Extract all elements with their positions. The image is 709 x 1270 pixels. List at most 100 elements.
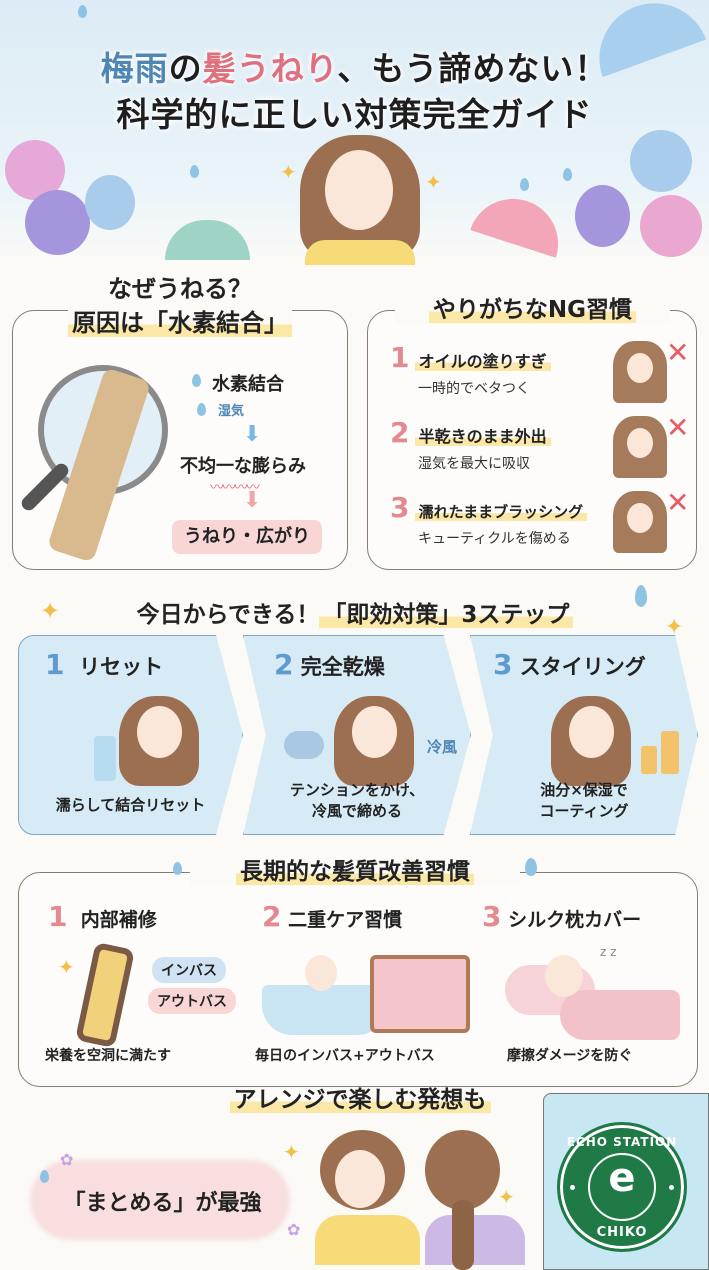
step-card-3: 3 スタイリング 油分×保湿でコーティング — [470, 635, 698, 835]
logo-dot — [570, 1185, 575, 1190]
umbrella-illustration — [470, 187, 570, 258]
raindrop-icon — [40, 1170, 49, 1183]
ng-description: 一時的でベタつく — [418, 381, 530, 397]
long-term-item-3-title: 3 シルク枕カバー — [482, 900, 641, 933]
girl-face — [352, 706, 397, 758]
step-title: 2 完全乾燥 — [274, 648, 385, 681]
long-term-heading: 長期的な髪質改善習慣 — [190, 852, 520, 886]
cool-air-label: 冷風 — [427, 738, 458, 756]
step-title: 3 スタイリング — [493, 648, 646, 681]
logo-bottom-text: CHIKO — [596, 1225, 648, 1240]
ng-item-3: 3 濡れたままブラッシング キューティクルを傷める — [390, 491, 630, 548]
raindrop-icon — [173, 862, 182, 875]
item-number: 1 — [48, 900, 68, 933]
bathtub-illustration — [262, 985, 387, 1035]
step-description: 油分×保湿でコーティング — [471, 780, 697, 822]
girl-face — [569, 706, 614, 758]
bathing-girl-face — [305, 955, 337, 991]
raindrop-icon — [190, 165, 199, 178]
long-term-heading-text: 長期的な髪質改善習慣 — [236, 859, 474, 885]
item-label: 内部補修 — [80, 909, 157, 931]
sparkle-icon: ✦ — [283, 1140, 300, 1164]
sparkle-icon: ✦ — [665, 615, 684, 640]
arrange-callout: 「まとめる」が最強 — [63, 1191, 262, 1216]
hydrangea-illustration — [630, 130, 692, 192]
shirt — [305, 240, 415, 265]
hero-banner: ✦ ✦ 梅雨の髪うねり、もう諦めない！ 科学的に正しい対策完全ガイド — [0, 0, 709, 265]
step-desc-line1: 油分×保湿で — [540, 781, 628, 799]
sparkle-icon: ✦ — [58, 955, 75, 979]
sparkle-icon: ✦ — [498, 1185, 515, 1209]
flower-icon: ✿ — [287, 1220, 301, 1239]
raindrop-icon — [197, 403, 206, 416]
quick-steps-title: 今日からできる！「即効対策」3ステップ — [70, 595, 640, 629]
item-label: シルク枕カバー — [508, 909, 642, 931]
umbrella-illustration — [165, 220, 250, 260]
item-number: 2 — [262, 900, 282, 933]
echo-station-logo: ECHO STATION e CHIKO — [557, 1122, 687, 1252]
logo-top-text: ECHO STATION — [566, 1135, 678, 1149]
step-number: 3 — [493, 648, 513, 681]
item-label: 二重ケア習慣 — [288, 909, 403, 931]
title-rest: 、もう諦めない！ — [337, 49, 609, 88]
shirt — [425, 1215, 525, 1265]
sparkle-icon: ✦ — [40, 597, 61, 625]
step-card-1: 1 リセット 濡らして結合リセット — [18, 635, 243, 835]
arrange-heading-text: アレンジで楽しむ発想も — [229, 1087, 491, 1113]
spray-bottle-icon — [94, 736, 116, 781]
raindrop-icon — [520, 178, 529, 191]
label-hydrogen-bond: 水素結合 — [212, 374, 284, 395]
ng-title: 半乾きのまま外出 — [414, 427, 551, 446]
girl-face — [335, 1150, 385, 1208]
logo-dot — [669, 1185, 674, 1190]
cross-icon: ✕ — [666, 411, 690, 444]
hydrangea-illustration — [25, 190, 90, 255]
step-desc-line1: 濡らして結合リセット — [55, 796, 206, 814]
step-desc-line1: テンションをかけ、 — [289, 781, 425, 799]
step-card-2: 2 完全乾燥 冷風 テンションをかけ、冷風で締める — [243, 635, 471, 835]
result-badge: うねり・広がり — [172, 520, 322, 554]
ng-number: 3 — [390, 491, 410, 524]
ng-description: キューティクルを傷める — [418, 531, 571, 547]
blanket-illustration — [560, 990, 680, 1040]
label-uneven-swelling: 不均一な膨らみ — [180, 456, 306, 477]
oil-bottle-icon — [661, 731, 679, 774]
raindrop-icon — [563, 168, 572, 181]
ng-number: 1 — [390, 341, 410, 374]
label-humidity: 湿気 — [218, 404, 245, 419]
cause-title-line1: なぜうねる？ — [108, 275, 252, 303]
cross-icon: ✕ — [666, 336, 690, 369]
braid-hairstyle-illustration — [425, 1130, 500, 1210]
sparkle-icon: ✦ — [425, 170, 442, 194]
logo-inner-ring — [588, 1153, 656, 1221]
step-number: 2 — [274, 648, 294, 681]
arrow-down-icon: ⬇ — [243, 422, 262, 447]
raindrop-icon — [635, 585, 647, 607]
wavy-underline: 〰〰〰〰 — [210, 480, 260, 496]
step-desc-line2: コーティング — [539, 802, 629, 820]
step-description: 濡らして結合リセット — [19, 795, 242, 816]
ng-title-heading: やりがちなNG習慣 — [395, 290, 670, 324]
worried-girl-illustration — [613, 341, 667, 403]
quick-steps-title-part1: 今日からできる！ — [136, 602, 320, 628]
brushing-girl-illustration — [613, 491, 667, 553]
ng-heading-text: やりがちなNG習慣 — [428, 297, 637, 323]
title-word-rainy-season: 梅雨 — [100, 49, 169, 88]
ng-number: 2 — [390, 416, 410, 449]
arrow-down-icon: ⬇ — [243, 488, 262, 513]
sleeping-girl-face — [545, 955, 583, 997]
long-term-item-2-desc: 毎日のインバス+アウトバス — [255, 1048, 435, 1064]
hydrangea-illustration — [640, 195, 702, 257]
ng-item-1: 1 オイルの塗りすぎ 一時的でベタつく — [390, 341, 630, 398]
girl-face — [325, 150, 393, 230]
raindrop-icon — [78, 5, 87, 18]
step-number: 1 — [45, 648, 65, 681]
step-desc-line2: 冷風で締める — [311, 802, 402, 820]
arrange-heading: アレンジで楽しむ発想も — [195, 1080, 525, 1114]
ng-habits-panel: 1 オイルの塗りすぎ 一時的でベタつく 2 半乾きのまま外出 湿気を最大に吸収 … — [367, 310, 697, 570]
bed-illustration — [370, 955, 470, 1033]
cross-icon: ✕ — [666, 486, 690, 519]
step-label: 完全乾燥 — [300, 655, 385, 679]
flower-icon: ✿ — [60, 1150, 74, 1169]
hydrangea-illustration — [575, 185, 630, 247]
